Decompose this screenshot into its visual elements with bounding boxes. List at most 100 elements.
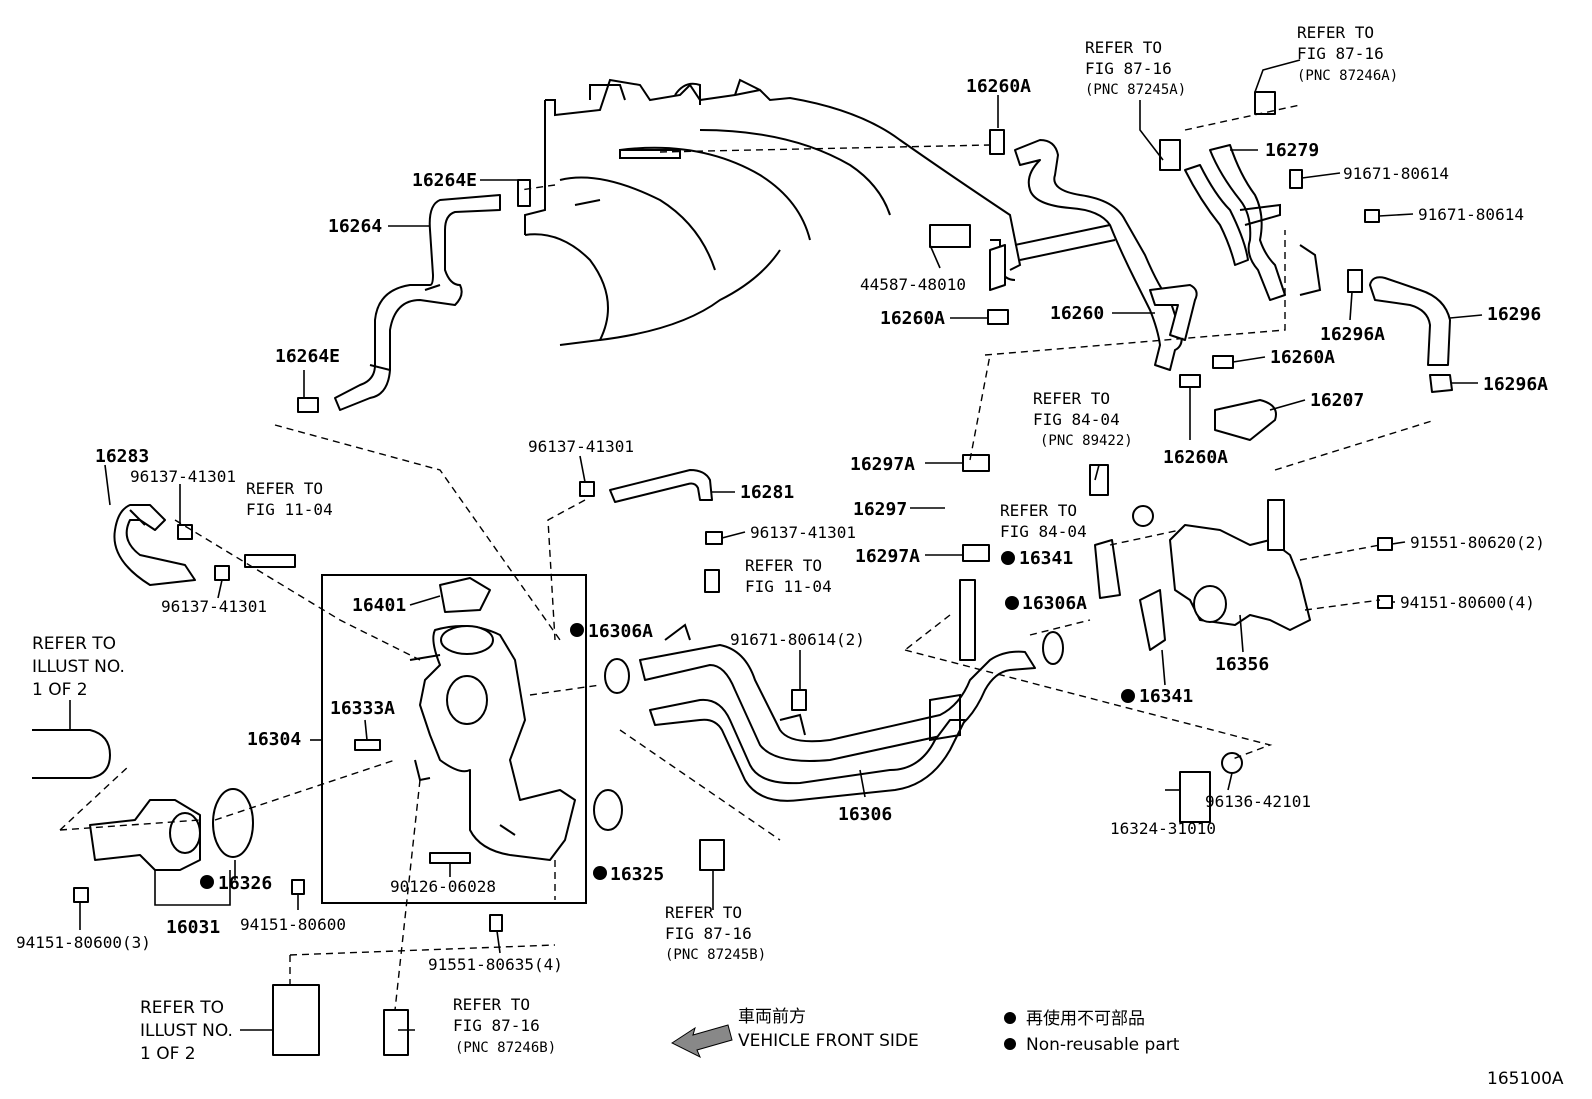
label-16260A-top: 16260A — [966, 76, 1031, 97]
label-16260: 16260 — [1050, 303, 1104, 324]
ref10-l3: (PNC 87246B) — [455, 1040, 556, 1056]
label-91671-b: 91671-80614 — [1418, 205, 1524, 224]
dot-16306A-a — [570, 623, 584, 637]
label-96137-a: 96137-41301 — [130, 467, 236, 486]
direction-jp: 車両前方 — [738, 1007, 806, 1027]
ref10-l1: REFER TO — [453, 995, 530, 1014]
label-16281: 16281 — [740, 482, 794, 503]
nonreusable-en: Non-reusable part — [1026, 1035, 1180, 1055]
ref7-l2: ILLUST NO. — [32, 657, 125, 677]
dashed-lines — [59, 104, 1436, 1011]
water-outlet-16356 — [1094, 499, 1311, 651]
label-16297: 16297 — [853, 499, 907, 520]
label-16306A-b: 16306A — [1022, 593, 1087, 614]
label-44587: 44587-48010 — [860, 275, 966, 294]
label-16356: 16356 — [1215, 654, 1269, 675]
label-16264E-bot: 16264E — [275, 346, 340, 367]
ref6-l1: REFER TO — [745, 556, 822, 575]
label-16296A-a: 16296A — [1320, 324, 1385, 345]
leader-lines — [69, 59, 1483, 1031]
label-16296A-b: 16296A — [1483, 374, 1548, 395]
label-16260A-bot: 16260A — [1163, 447, 1228, 468]
label-94151-c: 94151-80600 — [240, 915, 346, 934]
dot-16341-a — [1001, 551, 1015, 565]
hose-16260 — [989, 139, 1198, 371]
hose-16296 — [1369, 276, 1453, 393]
label-16297A-b: 16297A — [855, 546, 920, 567]
label-91671-c: 91671-80614(2) — [730, 630, 865, 649]
label-16341-a: 16341 — [1019, 548, 1073, 569]
label-16401: 16401 — [352, 595, 406, 616]
ref1-l1: REFER TO — [1085, 38, 1162, 57]
legend-dot-icon — [1004, 1038, 1016, 1050]
label-16260A-left: 16260A — [880, 308, 945, 329]
label-16296: 16296 — [1487, 304, 1541, 325]
label-16207: 16207 — [1310, 390, 1364, 411]
legend: 車両前方 VEHICLE FRONT SIDE 再使用不可部品 Non-reus… — [670, 1007, 1564, 1089]
ref7-l1: REFER TO — [32, 634, 116, 654]
dot-16306A-b — [1005, 596, 1019, 610]
ref7-l3: 1 OF 2 — [32, 680, 88, 700]
ref8-l1: REFER TO — [665, 903, 742, 922]
dot-16341-b — [1121, 689, 1135, 703]
label-16306A-a: 16306A — [588, 621, 653, 642]
ref9-l3: 1 OF 2 — [140, 1044, 196, 1064]
ref6-l2: FIG 11-04 — [745, 577, 832, 596]
ref1-l3: (PNC 87245A) — [1085, 82, 1186, 98]
label-91551-b: 91551-80635(4) — [428, 955, 563, 974]
label-16325: 16325 — [610, 864, 664, 885]
gaskets — [593, 631, 1064, 831]
ref4-l1: REFER TO — [1000, 501, 1077, 520]
legend-dot-icon — [1004, 1012, 1016, 1024]
label-94151-a: 94151-80600(4) — [1400, 593, 1535, 612]
ref5-l2: FIG 11-04 — [246, 500, 333, 519]
ref2-l3: (PNC 87246A) — [1297, 68, 1398, 84]
label-16279: 16279 — [1265, 140, 1319, 161]
clamps — [73, 91, 1393, 1056]
label-16264E-top: 16264E — [412, 170, 477, 191]
ref3-l1: REFER TO — [1033, 389, 1110, 408]
label-96137-b: 96137-41301 — [161, 597, 267, 616]
hose-16264 — [334, 194, 501, 411]
ref9-l2: ILLUST NO. — [140, 1021, 233, 1041]
diagram-id: 165100A — [1487, 1069, 1564, 1089]
ref8-l2: FIG 87-16 — [665, 924, 752, 943]
thermostat-16031 — [32, 729, 254, 871]
label-16297A-a: 16297A — [850, 454, 915, 475]
water-pipe-16306 — [639, 579, 1036, 802]
label-16283: 16283 — [95, 446, 149, 467]
dot-16326 — [200, 875, 214, 889]
intake-manifold — [524, 78, 1022, 346]
ref5-l1: REFER TO — [246, 479, 323, 498]
label-16333A: 16333A — [330, 698, 395, 719]
label-94151-b: 94151-80600(3) — [16, 933, 151, 952]
hose-16279 — [1184, 144, 1322, 301]
label-96137-d: 96137-41301 — [750, 523, 856, 542]
ref3-l2: FIG 84-04 — [1033, 410, 1120, 429]
label-90126: 90126-06028 — [390, 877, 496, 896]
label-91551-a: 91551-80620(2) — [1410, 533, 1545, 552]
label-91671-a: 91671-80614 — [1343, 164, 1449, 183]
label-96136: 96136-42101 — [1205, 792, 1311, 811]
dot-16325 — [593, 866, 607, 880]
vehicle-front-arrow-icon — [670, 1024, 733, 1059]
part-labels: 16260A 16264E 16264 16264E 44587-48010 1… — [16, 76, 1548, 974]
refer-notes: REFER TO FIG 87-16 (PNC 87245A) REFER TO… — [32, 23, 1398, 1064]
label-16304: 16304 — [247, 729, 301, 750]
label-16324: 16324-31010 — [1110, 819, 1216, 838]
hose-16281 — [609, 469, 713, 503]
ref9-l1: REFER TO — [140, 998, 224, 1018]
label-16264: 16264 — [328, 216, 382, 237]
label-96137-c: 96137-41301 — [528, 437, 634, 456]
ref2-l1: REFER TO — [1297, 23, 1374, 42]
label-16306: 16306 — [838, 804, 892, 825]
ref2-l2: FIG 87-16 — [1297, 44, 1384, 63]
ref1-l2: FIG 87-16 — [1085, 59, 1172, 78]
nonreusable-dots — [200, 551, 1135, 889]
ref3-l3: (PNC 89422) — [1040, 433, 1133, 449]
ref4-l2: FIG 84-04 — [1000, 522, 1087, 541]
label-16341-b: 16341 — [1139, 686, 1193, 707]
ref10-l2: FIG 87-16 — [453, 1016, 540, 1035]
direction-en: VEHICLE FRONT SIDE — [738, 1031, 919, 1051]
